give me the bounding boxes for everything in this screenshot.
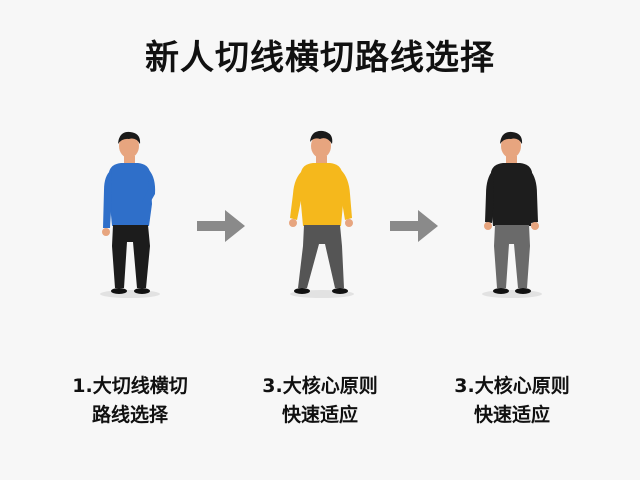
arrow-right-icon xyxy=(197,208,249,248)
caption-2-line1: 3.大核心原则 xyxy=(262,375,378,397)
caption-3-line1: 3.大核心原则 xyxy=(454,375,570,397)
caption-3: 3.大核心原则 快速适应 xyxy=(432,372,592,430)
person-figure-2 xyxy=(285,128,360,298)
caption-3-line2: 快速适应 xyxy=(473,404,550,426)
person-icon xyxy=(482,131,542,298)
caption-1: 1.大切线横切 路线选择 xyxy=(50,372,210,430)
caption-1-line1: 1.大切线横切 xyxy=(72,375,188,397)
page-title: 新人切线横切路线选择 xyxy=(145,38,495,78)
caption-1-line2: 路线选择 xyxy=(91,404,168,426)
person-icon xyxy=(289,130,354,298)
caption-2: 3.大核心原则 快速适应 xyxy=(240,372,400,430)
person-figure-3 xyxy=(477,128,547,298)
person-icon xyxy=(100,131,160,298)
caption-2-line2: 快速适应 xyxy=(281,404,358,426)
arrow-right-icon xyxy=(390,208,442,248)
person-figure-1 xyxy=(95,128,165,298)
